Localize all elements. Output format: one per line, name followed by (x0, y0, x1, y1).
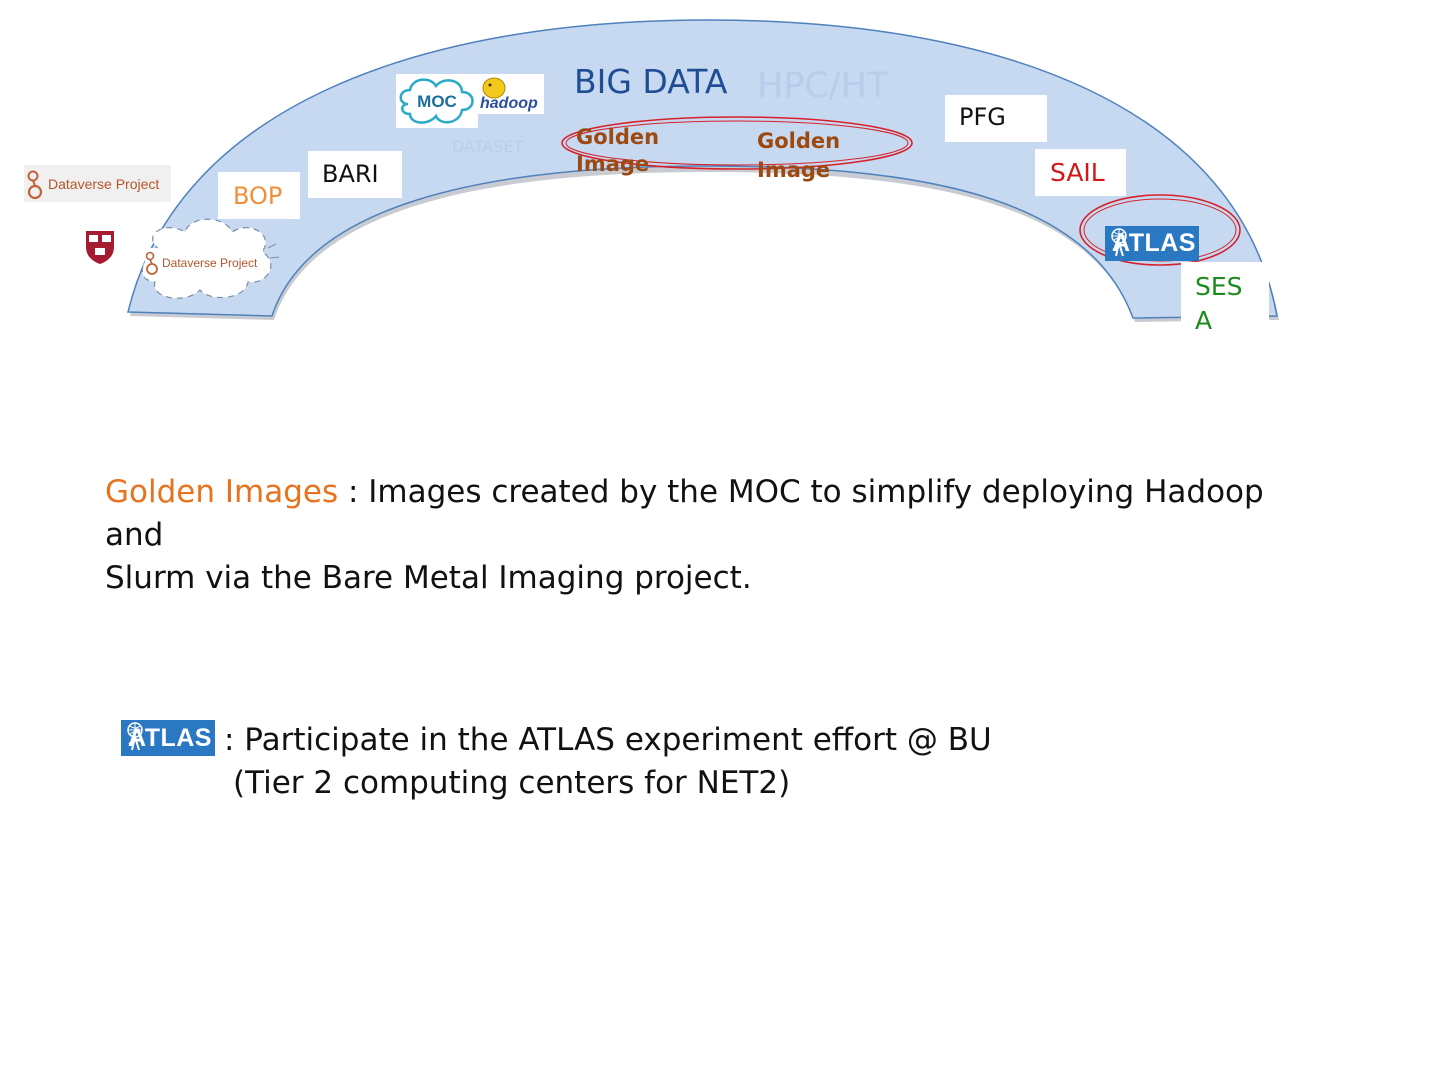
harvard-shield-icon (86, 231, 114, 264)
golden-image-label-1: Golden Image (576, 124, 659, 178)
sesa-line2: A (1195, 306, 1213, 335)
sesa-box: SES A (1181, 262, 1269, 342)
harvard-seal (84, 229, 116, 265)
atlas-logo-caption: ATLAS (121, 720, 215, 756)
svg-text:MOC: MOC (417, 92, 457, 111)
bari-box: BARI (308, 151, 402, 198)
golden-caption-line1: Golden Images : Images created by the MO… (105, 471, 1355, 514)
sail-box: SAIL (1035, 149, 1126, 196)
pfg-box: PFG (945, 95, 1047, 142)
dataverse-cloud-icon (145, 251, 158, 275)
atlas-ellipse-inner (1083, 198, 1237, 262)
dataset-label: DATASET (452, 137, 524, 156)
sail-label: SAIL (1050, 158, 1105, 187)
big-data-label: BIG DATA (574, 62, 728, 101)
atlas-caption-globe-icon (127, 722, 143, 751)
dataverse-label: Dataverse Project (48, 175, 160, 192)
golden-caption-line3: Slurm via the Bare Metal Imaging project… (105, 560, 752, 596)
dataverse-cloud-label: Dataverse Project (162, 256, 258, 270)
golden-image-1-line2: Image (576, 152, 650, 176)
golden-images-term: Golden Images (105, 474, 339, 510)
sesa-line1: SES (1195, 272, 1243, 301)
hpc-label: HPC/HT (757, 66, 889, 106)
dataverse-badge: Dataverse Project (24, 165, 171, 202)
golden-image-1-line1: Golden (576, 125, 660, 149)
bop-box: BOP (218, 172, 300, 219)
atlas-globe-icon (1111, 228, 1127, 257)
golden-image-2-line2: Image (757, 158, 831, 182)
golden-image-label-2: Golden Image (757, 127, 840, 185)
pfg-label: PFG (959, 103, 1006, 131)
hadoop-logo: hadoop (478, 74, 544, 114)
moc-cloud-icon: MOC (399, 78, 474, 124)
atlas-logo-arch: ATLAS (1105, 226, 1199, 261)
dataverse-cloud-badge: Dataverse Project (145, 248, 263, 278)
atlas-caption-line2: (Tier 2 computing centers for NET2) (233, 765, 791, 801)
golden-images-caption: Golden Images : Images created by the MO… (105, 471, 1355, 600)
golden-image-ellipse (561, 116, 913, 170)
atlas-caption-line1: : Participate in the ATLAS experiment ef… (224, 722, 992, 758)
golden-caption-text1: : Images created by the MOC to simplify … (338, 474, 1264, 510)
moc-logo: MOC (396, 74, 478, 128)
golden-image-2-line1: Golden (757, 129, 841, 153)
bari-label: BARI (322, 160, 379, 188)
atlas-ellipse (1079, 194, 1241, 266)
bop-label: BOP (233, 182, 283, 210)
dataverse-icon (27, 170, 43, 199)
golden-caption-line2: and (105, 517, 164, 553)
golden-image-ellipse-inner (565, 120, 909, 166)
hadoop-elephant-icon: hadoop (480, 77, 538, 112)
svg-text:hadoop: hadoop (480, 95, 538, 112)
